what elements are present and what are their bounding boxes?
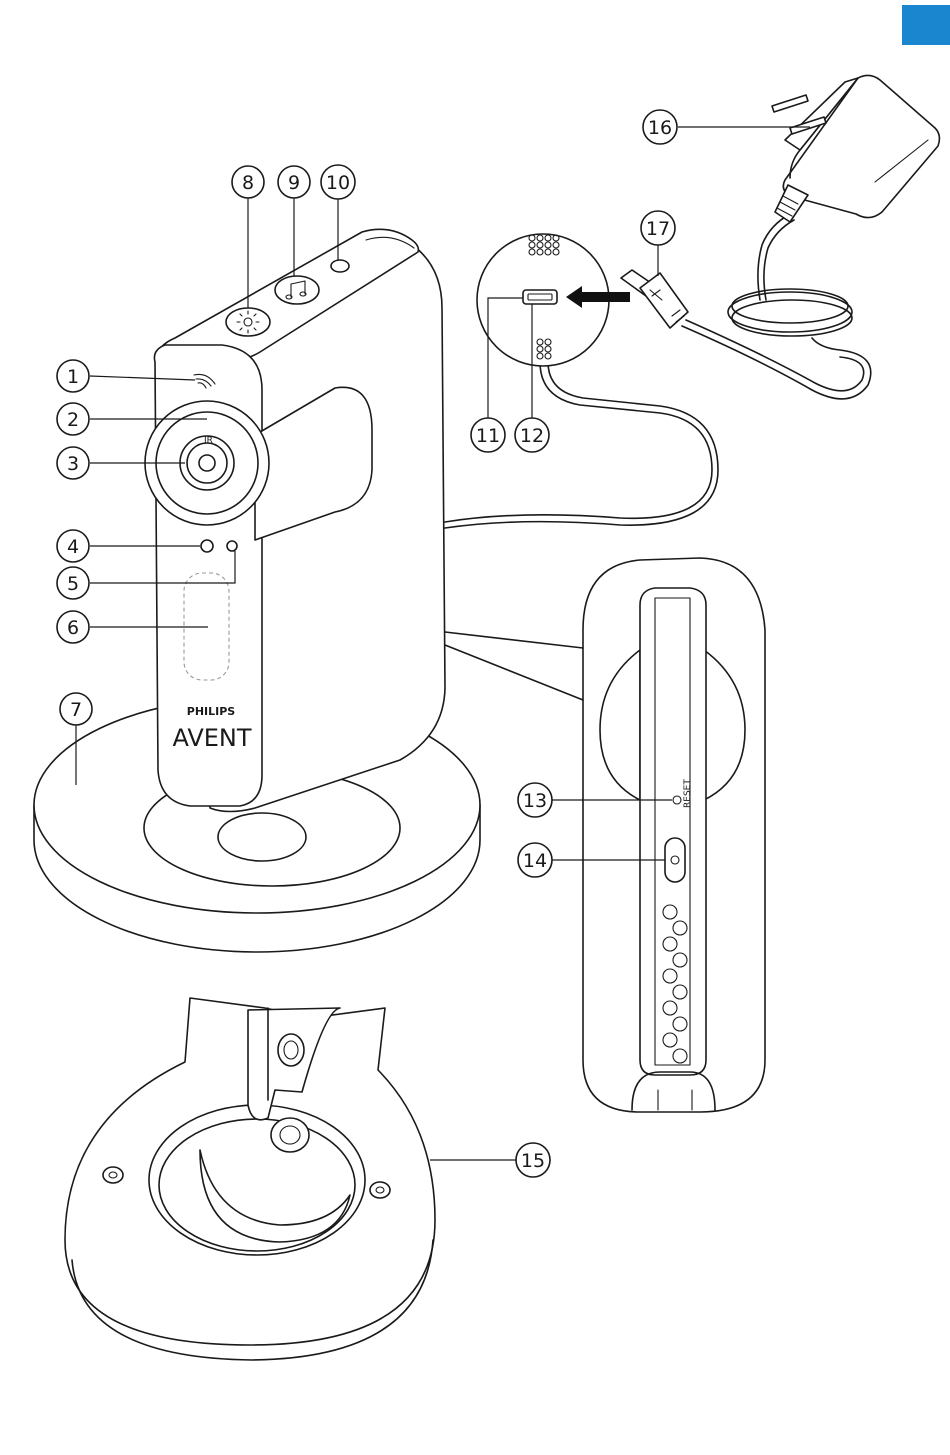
callout-8: 8 [232,166,264,198]
svg-text:8: 8 [242,172,254,194]
camera-unit: IR PHILIPS AVENT [145,229,445,811]
svg-text:3: 3 [67,453,79,475]
svg-text:5: 5 [67,573,79,595]
callout-10: 10 [321,165,355,199]
callout-7: 7 [60,693,92,725]
svg-text:12: 12 [520,425,544,447]
back-view-zoom: RESET [445,558,765,1112]
svg-text:4: 4 [67,536,79,558]
callout-11: 11 [471,418,505,452]
callout-5: 5 [57,567,89,599]
callout-16: 16 [643,110,677,144]
svg-text:7: 7 [70,699,82,721]
reset-label: RESET [683,779,693,808]
svg-text:6: 6 [67,617,79,639]
svg-text:9: 9 [288,172,300,194]
usb-plug [621,270,688,328]
callout-4: 4 [57,530,89,562]
svg-text:16: 16 [648,117,672,139]
svg-text:11: 11 [476,425,500,447]
callout-1: 1 [57,360,89,392]
corner-tab [902,5,950,45]
callout-13: 13 [518,783,552,817]
callout-17: 17 [641,211,675,245]
svg-text:17: 17 [646,218,670,240]
callout-15: 15 [516,1143,550,1177]
power-adapter [772,75,939,222]
svg-text:IR: IR [204,436,213,446]
svg-text:13: 13 [523,790,547,812]
svg-text:15: 15 [521,1150,545,1172]
svg-text:10: 10 [326,172,350,194]
brand-philips: PHILIPS [187,705,236,718]
wall-mount [65,998,435,1360]
svg-text:14: 14 [523,850,547,872]
brand-avent: AVENT [172,724,251,752]
callout-12: 12 [515,418,549,452]
callout-2: 2 [57,403,89,435]
svg-text:1: 1 [67,366,79,388]
svg-text:2: 2 [67,409,79,431]
callout-9: 9 [278,166,310,198]
cable-coil [728,214,852,336]
callout-6: 6 [57,611,89,643]
callout-14: 14 [518,843,552,877]
callout-3: 3 [57,447,89,479]
